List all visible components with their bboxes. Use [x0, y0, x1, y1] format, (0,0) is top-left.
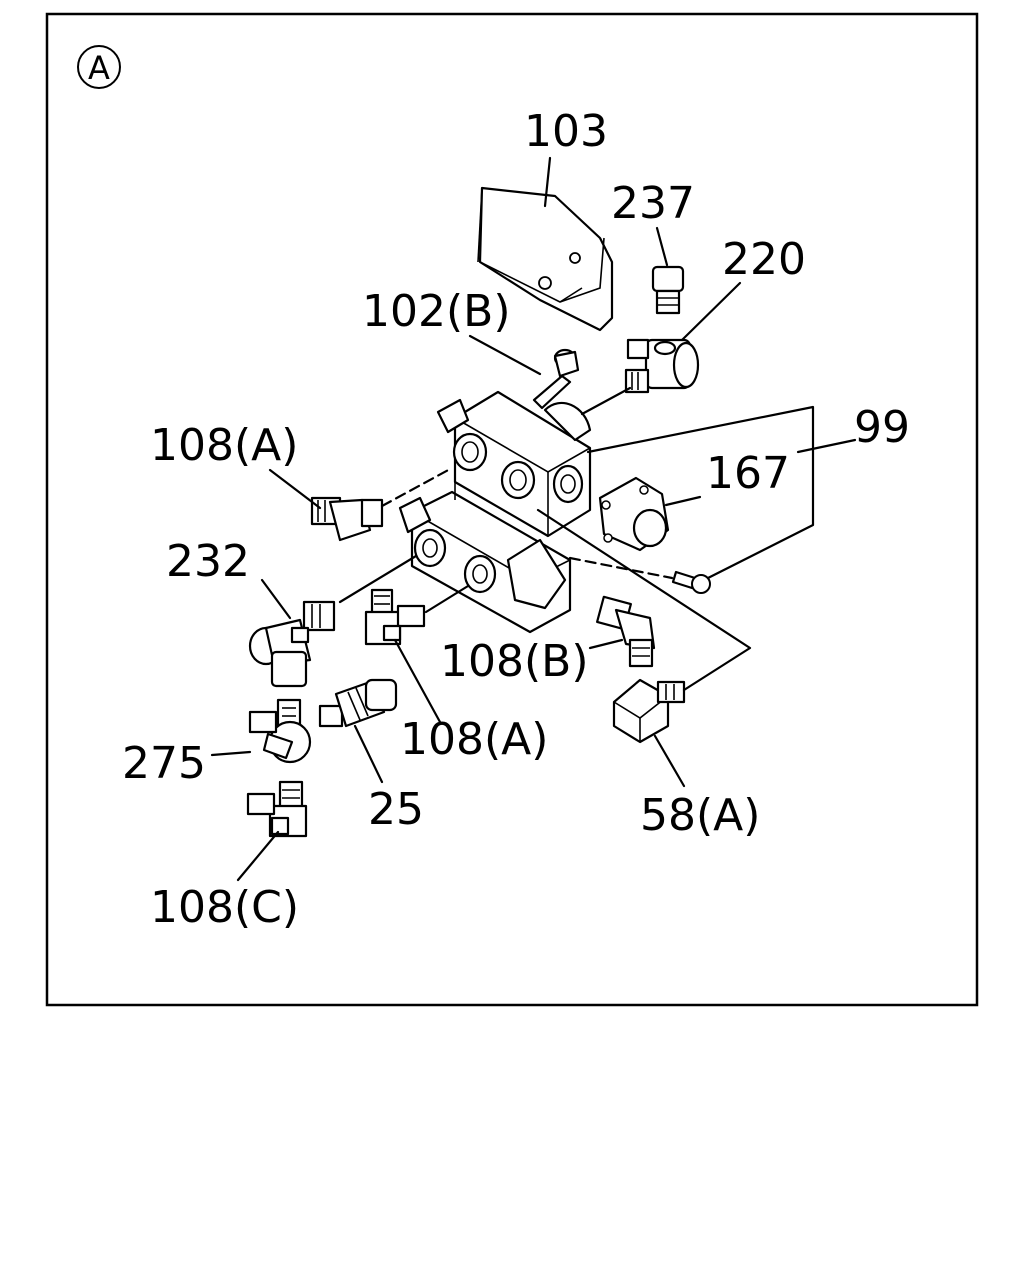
callout-103: 103 [524, 106, 608, 157]
callout-99: 99 [854, 402, 910, 453]
part-103-cover [477, 186, 614, 332]
diagram-frame [45, 12, 979, 1007]
callout-labels: 103 237 220 102(B) 108(A) 99 167 232 108… [122, 106, 910, 933]
callout-102b: 102(B) [362, 286, 511, 337]
part-102b-bolt [532, 348, 580, 410]
callout-108b: 108(B) [440, 636, 589, 687]
leader-lines [210, 156, 857, 882]
part-232-fitting [248, 600, 336, 688]
callout-58a: 58(A) [640, 790, 760, 841]
view-marker-a: A [77, 45, 121, 89]
part-275-tee [248, 698, 312, 764]
callout-232: 232 [166, 536, 250, 587]
part-167-flange [598, 476, 670, 552]
part-108c-elbow [246, 780, 308, 838]
part-screw [671, 570, 711, 594]
callout-275: 275 [122, 738, 206, 789]
part-25-switch [318, 678, 398, 728]
part-108b-elbow [596, 595, 656, 668]
part-58a-elbow [612, 678, 686, 744]
view-marker-label: A [88, 49, 110, 87]
part-108a-upper-elbow [310, 496, 384, 542]
callout-167: 167 [706, 448, 790, 499]
part-108a-lower-tee [364, 588, 426, 646]
callout-220: 220 [722, 234, 806, 285]
part-237-plug [651, 265, 685, 315]
callout-108c: 108(C) [150, 882, 299, 933]
part-99-valve-body [398, 390, 592, 634]
part-220-tee [624, 338, 700, 394]
callout-237: 237 [611, 178, 695, 229]
callout-108a-upper: 108(A) [150, 420, 298, 471]
callout-25: 25 [368, 784, 424, 835]
callout-108a-lower: 108(A) [400, 714, 548, 765]
